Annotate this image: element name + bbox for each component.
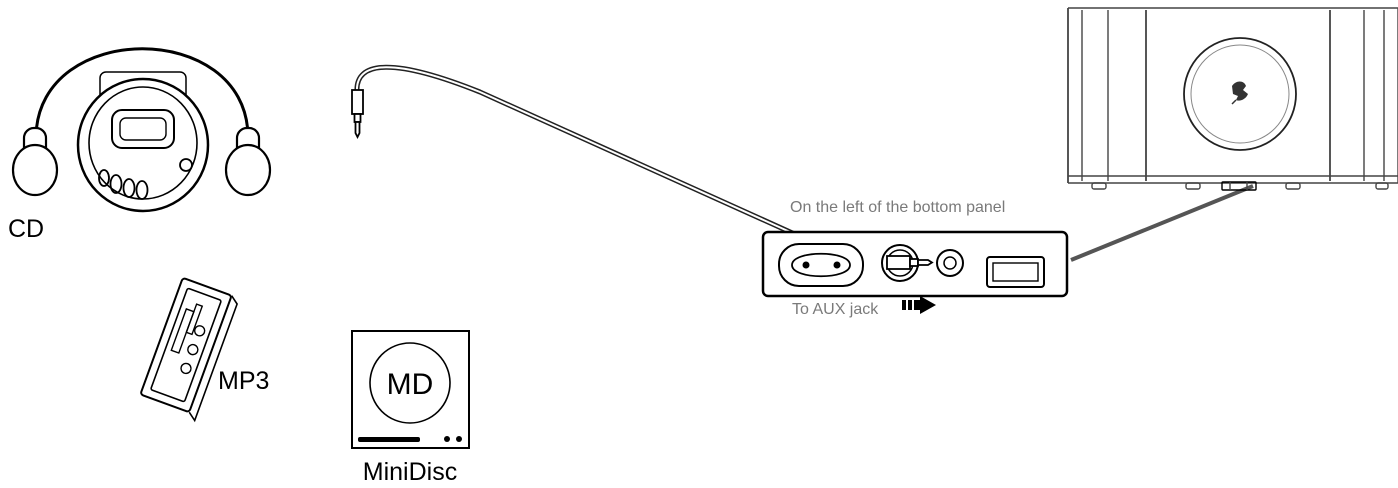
panel-location-text: On the left of the bottom panel <box>790 199 1005 216</box>
arrow-right-icon <box>902 296 936 314</box>
minidisc-label: MiniDisc <box>363 458 457 486</box>
panel-pointer-line <box>1070 184 1254 262</box>
audio-plug-inserted <box>886 255 934 270</box>
cd-player-illustration <box>11 47 272 213</box>
minidisc-illustration <box>351 330 470 449</box>
mp3-label: MP3 <box>218 367 269 395</box>
cd-label: CD <box>8 215 44 243</box>
brand-emblem-icon <box>1231 81 1248 105</box>
audio-plug-left <box>351 89 364 140</box>
minidisc-disc-text: MD <box>387 368 434 401</box>
aux-jack-text: To AUX jack <box>792 301 879 318</box>
mp3-player-illustration <box>140 277 238 423</box>
speaker-unit-illustration <box>1067 7 1398 191</box>
